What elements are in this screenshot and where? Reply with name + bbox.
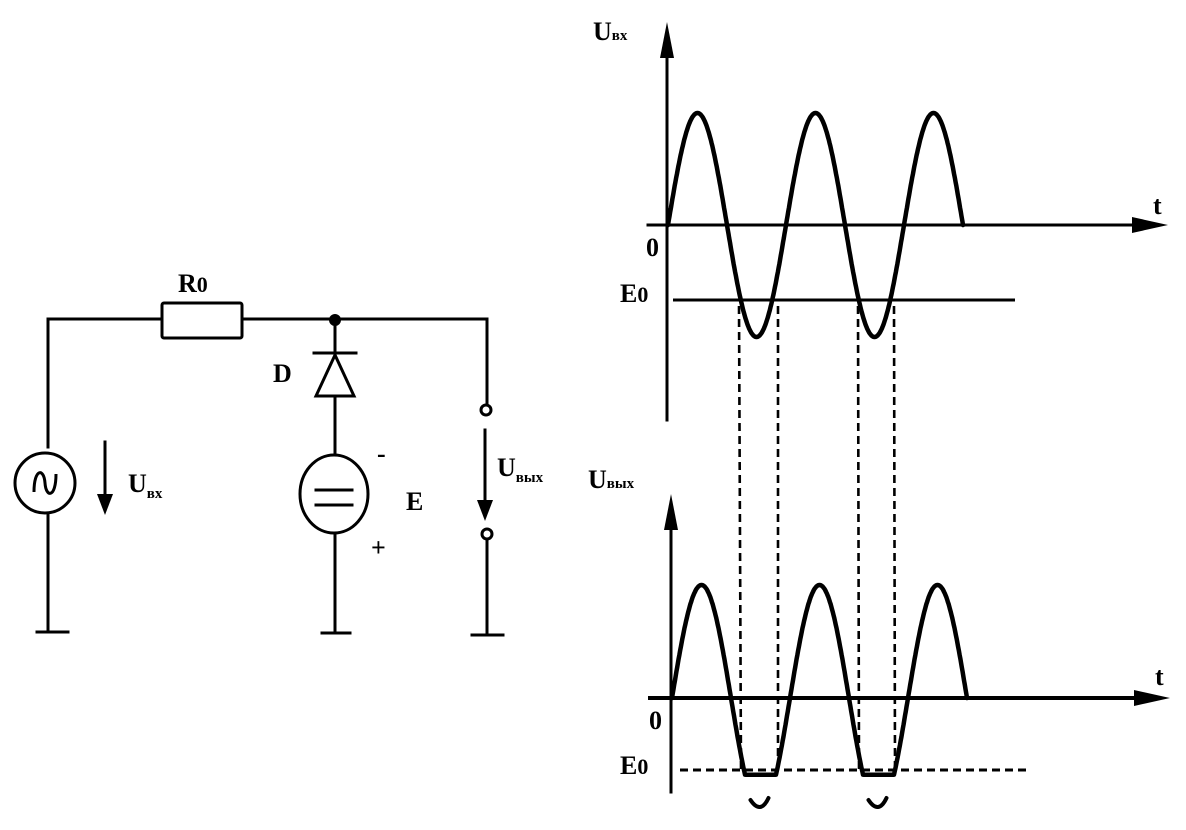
output-voltage-label: Uвых: [497, 453, 544, 486]
input-waveform-plot: Uвх t 0 E0: [593, 17, 1168, 422]
projection-line-4: [892, 305, 897, 771]
resistor-r0: [160, 301, 244, 340]
circuit-schematic: R0 D - E + Uвх: [13, 269, 544, 637]
projection-line-1: [737, 305, 743, 771]
input-sine-wave: [665, 110, 966, 340]
wire-top: [240, 317, 489, 407]
resistor-label: R0: [178, 269, 208, 298]
output-y-arrow-icon: [664, 494, 678, 530]
input-t-arrow-icon: [1132, 217, 1168, 233]
output-clipped-wave: [669, 582, 970, 778]
output-waveform-plot: Uвых t 0 E0: [588, 465, 1170, 809]
output-t-label: t: [1155, 662, 1164, 691]
input-y-label: Uвх: [593, 17, 628, 46]
output-y-label: Uвых: [588, 465, 635, 494]
output-t-arrow-icon: [1134, 690, 1170, 706]
dc-source-icon: [298, 453, 370, 535]
input-voltage-label: Uвх: [128, 469, 163, 502]
output-voltage-arrow: [477, 428, 493, 521]
source-plus: +: [371, 533, 386, 562]
diode-label: D: [273, 359, 292, 388]
output-terminal-top[interactable]: [479, 403, 493, 417]
output-e0-label: E0: [620, 751, 648, 780]
source-minus: -: [377, 439, 386, 468]
input-voltage-arrow: [97, 440, 113, 515]
projection-line-3: [856, 305, 861, 771]
input-y-arrow-icon: [660, 22, 674, 58]
output-trough-remnant-1: [748, 796, 771, 809]
input-e0-label: E0: [620, 279, 648, 308]
output-trough-remnant-2: [866, 796, 889, 809]
diode-icon: [312, 351, 358, 398]
source-label: E: [406, 487, 423, 516]
input-t-label: t: [1153, 191, 1162, 220]
sine-glyph-icon: [32, 471, 58, 495]
ac-source-icon: [13, 451, 77, 515]
output-origin-label: 0: [649, 706, 662, 735]
wire-input: [46, 317, 164, 449]
input-origin-label: 0: [646, 233, 659, 262]
projection-lines: [737, 305, 897, 771]
